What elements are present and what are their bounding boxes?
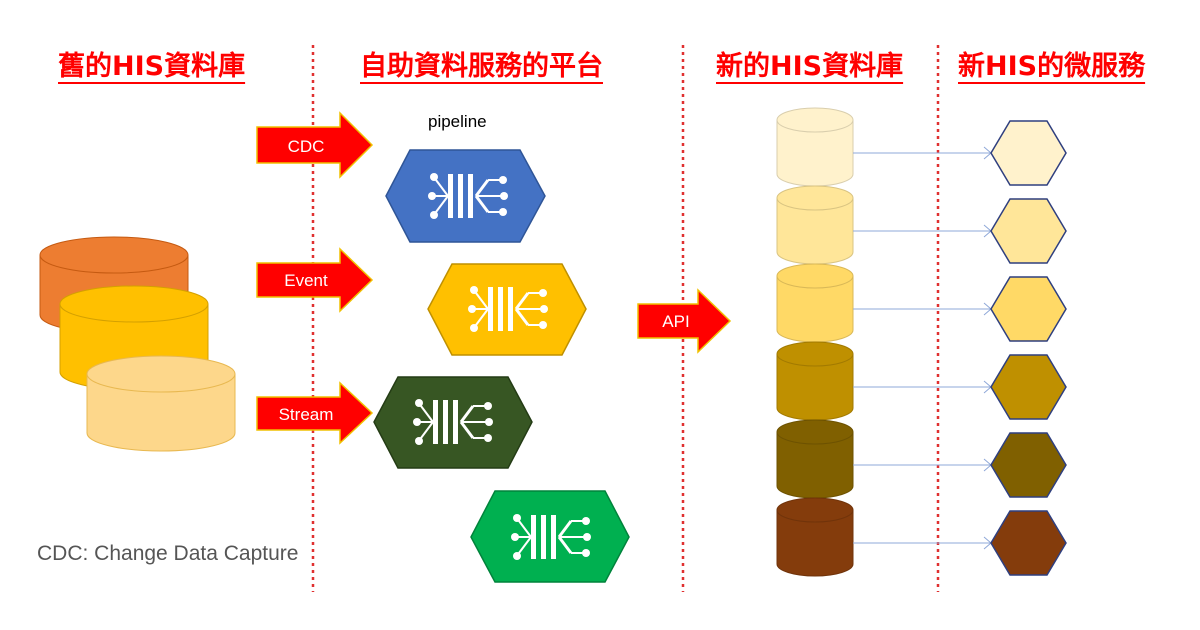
new-db-rows [776, 107, 1067, 577]
cylinder-icon [776, 419, 854, 499]
pipeline-label: pipeline [428, 112, 487, 131]
new-db-row [776, 185, 1067, 265]
cylinder-icon [776, 497, 854, 577]
new-db-row [776, 107, 1067, 187]
new-db-row [776, 419, 1067, 499]
new-db-row [776, 497, 1067, 577]
connector-arrow [853, 458, 992, 472]
hexagon-icon [990, 432, 1067, 498]
pipeline-blue [385, 149, 546, 243]
arrow-api: API [637, 288, 732, 354]
header-microservices: 新HIS的微服務 [958, 51, 1146, 82]
arrow-stream-label: Stream [279, 405, 334, 424]
cylinder-icon [776, 185, 854, 265]
arrow-api-label: API [662, 312, 689, 331]
cylinder-icon [776, 263, 854, 343]
footnote: CDC: Change Data Capture [37, 542, 299, 565]
arrow-event-label: Event [284, 271, 328, 290]
hexagon-icon [990, 510, 1067, 576]
pipeline-gold [427, 263, 587, 356]
header-old-db: 舊的HIS資料庫 [58, 51, 246, 82]
connector-arrow [853, 302, 992, 316]
pipeline-green [470, 490, 630, 583]
pipeline-darkgreen [373, 376, 533, 469]
connector-arrow [853, 146, 992, 160]
arrow-stream: Stream [256, 381, 374, 445]
hexagon-icon [990, 198, 1067, 264]
cylinder-icon [776, 341, 854, 421]
cylinder-icon [776, 107, 854, 187]
hexagon-icon [990, 120, 1067, 186]
header-new-db: 新的HIS資料庫 [716, 51, 904, 82]
new-db-row [776, 263, 1067, 343]
hexagon-icon [990, 354, 1067, 420]
header-platform: 自助資料服務的平台 [360, 51, 603, 82]
arrow-cdc-label: CDC [288, 137, 325, 156]
connector-arrow [853, 380, 992, 394]
cylinder-icon [86, 355, 236, 452]
old-database-stack [39, 236, 236, 452]
arrow-event: Event [256, 247, 374, 313]
connector-arrow [853, 224, 992, 238]
hexagon-icon [990, 276, 1067, 342]
arrow-cdc: CDC [256, 111, 374, 179]
connector-arrow [853, 536, 992, 550]
new-db-row [776, 341, 1067, 421]
